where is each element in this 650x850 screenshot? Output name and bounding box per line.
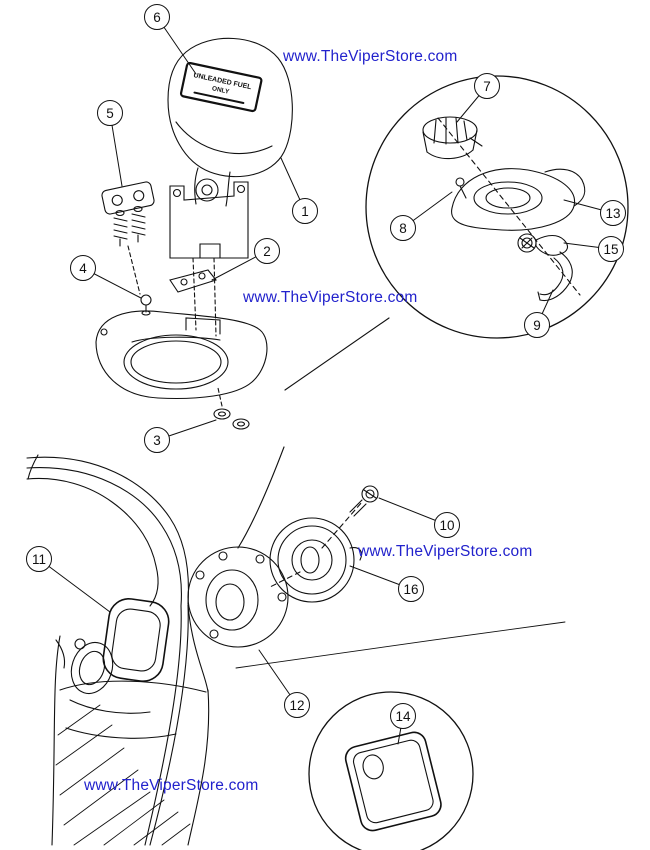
watermark-middle-right: www.TheViperStore.com — [358, 543, 533, 560]
housing-and-cap-drawing — [187, 446, 566, 669]
screw-plate-drawing — [101, 181, 155, 247]
callout-3: 3 — [144, 427, 170, 453]
alignment-lines — [127, 245, 223, 407]
callout-2: 2 — [254, 238, 280, 264]
callout-leader-lines — [38, 16, 614, 745]
callout-11: 11 — [26, 546, 52, 572]
door-plaque-line2: ONLY — [211, 85, 230, 96]
callout-8: 8 — [390, 215, 416, 241]
callout-7: 7 — [474, 73, 500, 99]
watermark-bottom: www.TheViperStore.com — [84, 777, 259, 794]
callout-4: 4 — [70, 255, 96, 281]
detail-circle-cap — [284, 75, 629, 391]
callout-5: 5 — [97, 100, 123, 126]
watermark-middle-left: www.TheViperStore.com — [243, 289, 418, 306]
callout-14: 14 — [390, 703, 416, 729]
filler-housing-bowl-drawing — [95, 310, 268, 399]
fuel-door-drawing: UNLEADED FUEL ONLY — [167, 37, 293, 259]
detail-circle-pad — [308, 691, 474, 850]
callout-10: 10 — [434, 512, 460, 538]
callout-1: 1 — [292, 198, 318, 224]
callout-13: 13 — [600, 200, 626, 226]
callout-6: 6 — [144, 4, 170, 30]
body-panel-drawing — [26, 454, 210, 846]
callout-9: 9 — [524, 312, 550, 338]
small-bracket-drawing — [169, 269, 217, 293]
washers-drawing — [213, 408, 250, 430]
callout-12: 12 — [284, 692, 310, 718]
watermark-top: www.TheViperStore.com — [283, 48, 458, 65]
pin-drawing — [140, 294, 152, 316]
callout-15: 15 — [598, 236, 624, 262]
callout-16: 16 — [398, 576, 424, 602]
gasket-drawing — [102, 598, 170, 682]
